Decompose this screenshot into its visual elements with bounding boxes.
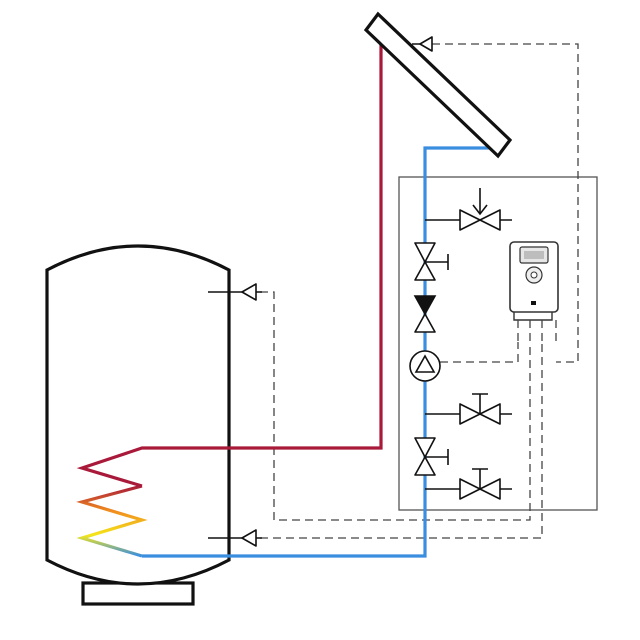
controller-dial-center xyxy=(530,271,538,279)
upper-valve-top-wedge xyxy=(414,242,436,263)
tank-body xyxy=(45,244,231,586)
tank-top-sensor-wire xyxy=(260,291,531,521)
heat-exchanger-coil-icon xyxy=(76,484,148,558)
station-branches xyxy=(425,219,512,490)
lower-valve-bottom-wedge xyxy=(414,456,436,476)
mid-valve-right-wedge xyxy=(479,403,501,425)
control-wiring xyxy=(260,43,579,539)
tank-foot xyxy=(81,581,195,606)
pump-impeller xyxy=(414,354,436,373)
drain-valve-handle xyxy=(472,468,488,489)
temperature-sensor-icon xyxy=(419,36,433,52)
hot-flow-pipe xyxy=(76,44,383,488)
drain-valve-icon[interactable] xyxy=(459,468,501,500)
controller-led xyxy=(531,301,536,305)
solar-collector-icon xyxy=(363,11,513,159)
sensors xyxy=(208,36,433,547)
controller-cable-glands xyxy=(517,320,557,342)
collector-sensor-wire xyxy=(432,43,579,363)
ball-valve-icon[interactable] xyxy=(459,393,501,425)
fill-valve-right-wedge xyxy=(479,209,501,231)
upper-valve-bottom-wedge xyxy=(414,261,436,281)
controller-screen xyxy=(524,251,544,259)
lower-valve-handle xyxy=(425,449,449,465)
pump-power-wire xyxy=(440,342,519,363)
mid-valve-left-wedge xyxy=(459,403,481,425)
fill-valve[interactable] xyxy=(459,188,501,231)
upper-valve-handle xyxy=(425,254,449,270)
fill-valve-arrow-icon xyxy=(472,204,488,216)
drain-valve-right-wedge xyxy=(479,478,501,500)
solar-controller-icon xyxy=(509,241,559,342)
storage-tank-icon xyxy=(45,244,231,606)
lower-valve-top-wedge xyxy=(414,437,436,458)
solar-station-enclosure xyxy=(398,176,598,511)
drain-valve-left-wedge xyxy=(459,478,481,500)
fill-valve-left-wedge xyxy=(459,209,481,231)
mid-valve-handle xyxy=(472,393,488,414)
pump-icon xyxy=(409,350,441,382)
tank-bottom-sensor-wire xyxy=(260,342,543,539)
check-valve-open-wedge xyxy=(414,313,436,333)
temperature-sensor-icon xyxy=(241,283,257,301)
ball-valve-icon[interactable] xyxy=(414,242,449,281)
ball-valve-icon[interactable] xyxy=(414,437,449,476)
temperature-sensor-icon xyxy=(241,529,257,547)
controller-terminal-block xyxy=(513,312,553,321)
check-valve-filled-wedge xyxy=(413,295,437,316)
check-valve-icon xyxy=(413,295,437,333)
